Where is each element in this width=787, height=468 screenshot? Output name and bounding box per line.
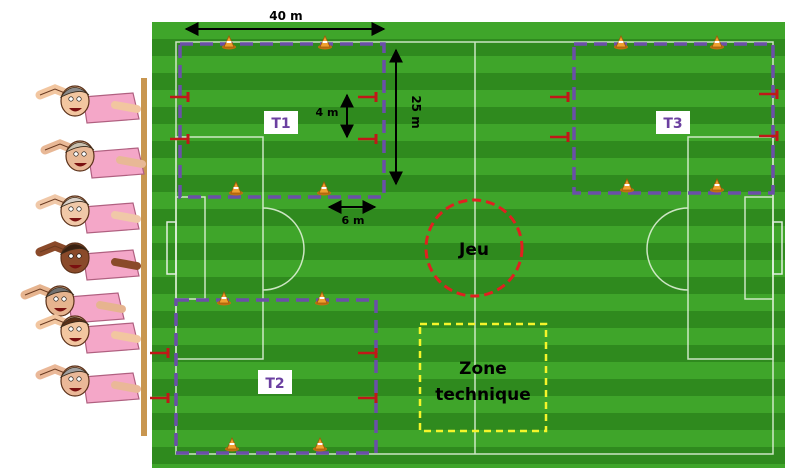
player-figure (40, 86, 139, 123)
zone-t3-label: T3 (656, 111, 690, 134)
zone-t2-label: T2 (258, 370, 292, 394)
sideline-barrier (141, 78, 147, 436)
grass-stripe (152, 430, 785, 447)
zone-technique-label-line2: technique (435, 385, 531, 405)
jeu-label: Jeu (458, 240, 489, 260)
height-label: 25 m (409, 95, 423, 128)
grass-stripe (152, 260, 785, 277)
grass-stripe (152, 124, 785, 141)
zone-t1-label: T1 (264, 111, 298, 134)
grass-stripe (152, 56, 785, 73)
player-figure (45, 141, 144, 178)
grass-stripe (152, 22, 785, 39)
grass-stripe (152, 328, 785, 345)
svg-text:T3: T3 (663, 116, 682, 132)
svg-text:T1: T1 (271, 116, 290, 132)
player-figure (40, 243, 139, 280)
grass-stripe (152, 158, 785, 175)
grass-stripe (152, 90, 785, 107)
zone-technique-label-line1: Zone (459, 359, 507, 379)
width-label: 40 m (269, 9, 302, 23)
grass-stripe (152, 294, 785, 311)
svg-text:T2: T2 (265, 376, 284, 392)
goal-spacing-label: 6 m (342, 214, 365, 227)
goal-width-label: 4 m (316, 106, 339, 119)
players-group (25, 86, 144, 403)
player-figure (40, 366, 139, 403)
grass-stripe (152, 464, 785, 468)
player-figure (40, 196, 139, 233)
